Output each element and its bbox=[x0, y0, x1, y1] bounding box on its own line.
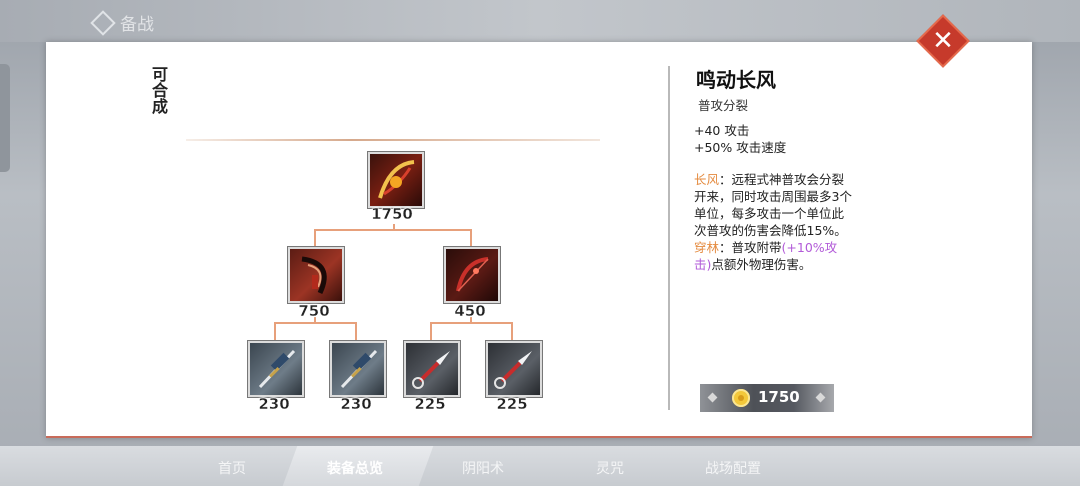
red-crescent-blade-icon bbox=[288, 247, 344, 303]
item-cost: 230 bbox=[340, 395, 372, 413]
item-cost: 230 bbox=[258, 395, 290, 413]
item-cost: 450 bbox=[454, 302, 486, 320]
tree-connector bbox=[314, 317, 316, 323]
close-icon: ✕ bbox=[932, 26, 954, 56]
bottom-nav: 首页 装备总览 阴阳术 灵咒 战场配置 bbox=[0, 446, 1080, 486]
nav-yinyang-skills[interactable]: 阴阳术 bbox=[462, 461, 504, 477]
tree-connector bbox=[393, 224, 395, 230]
diamond-icon bbox=[707, 392, 718, 403]
tree-connector bbox=[430, 322, 432, 340]
craftable-label: 可合成 bbox=[149, 66, 168, 114]
item-cost: 750 bbox=[298, 302, 330, 320]
nav-home[interactable]: 首页 bbox=[218, 461, 246, 477]
item-mid-right[interactable]: 450 bbox=[442, 247, 502, 320]
coin-icon bbox=[732, 389, 750, 407]
close-button[interactable]: ✕ bbox=[916, 14, 970, 68]
item-cost: 225 bbox=[496, 395, 528, 413]
divider-line bbox=[186, 139, 600, 141]
item-price: 1750 bbox=[758, 388, 800, 406]
effect-name-2: 穿林 bbox=[694, 240, 720, 255]
diamond-icon bbox=[815, 392, 826, 403]
sword-icon bbox=[330, 341, 386, 397]
tree-connector bbox=[430, 322, 513, 324]
effect-description: 长风：远程式神普攻会分裂开来，同时攻击周围最多3个单位，每多攻击一个单位此次普攻… bbox=[694, 171, 854, 273]
effect-highlight: (+10%攻击) bbox=[694, 240, 838, 272]
item-mid-left[interactable]: 750 bbox=[286, 247, 346, 320]
background-header: 备战 bbox=[0, 0, 1080, 42]
tree-connector bbox=[511, 322, 513, 340]
tree-connector bbox=[314, 229, 472, 231]
nav-equipment-overview[interactable]: 装备总览 bbox=[327, 461, 383, 477]
kunai-icon bbox=[404, 341, 460, 397]
price-bar: 1750 bbox=[700, 384, 834, 412]
tree-connector bbox=[314, 229, 316, 246]
sword-icon bbox=[248, 341, 304, 397]
effect-text-1: ：远程式神普攻会分裂开来，同时攻击周围最多3个单位，每多攻击一个单位此次普攻的伤… bbox=[694, 172, 852, 238]
nav-battle-config[interactable]: 战场配置 bbox=[705, 461, 761, 477]
item-leaf[interactable]: 230 bbox=[246, 341, 306, 413]
item-leaf[interactable]: 230 bbox=[328, 341, 388, 413]
effect-text-2b: 点额外物理伤害。 bbox=[711, 257, 812, 272]
effect-name-1: 长风 bbox=[694, 172, 720, 187]
tree-connector bbox=[470, 317, 472, 323]
tree-connector bbox=[274, 322, 357, 324]
item-root[interactable]: 1750 bbox=[366, 152, 426, 224]
stat-attack-speed: +50% 攻击速度 bbox=[694, 140, 787, 155]
red-bow-icon bbox=[368, 152, 424, 208]
item-cost: 1750 bbox=[371, 205, 413, 223]
item-name: 鸣动长风 bbox=[696, 68, 776, 92]
tree-connector bbox=[355, 322, 357, 340]
effect-text-2a: ：普攻附带 bbox=[719, 240, 782, 255]
vertical-divider bbox=[668, 66, 670, 410]
item-leaf[interactable]: 225 bbox=[402, 341, 462, 413]
item-cost: 225 bbox=[414, 395, 446, 413]
diamond-icon bbox=[90, 10, 116, 36]
nav-spells[interactable]: 灵咒 bbox=[596, 461, 624, 477]
red-bow-icon bbox=[444, 247, 500, 303]
tree-connector bbox=[470, 229, 472, 246]
item-leaf[interactable]: 225 bbox=[484, 341, 544, 413]
tree-connector bbox=[274, 322, 276, 340]
side-tab[interactable] bbox=[0, 64, 10, 172]
background-title: 备战 bbox=[120, 15, 154, 35]
stat-attack: +40 攻击 bbox=[694, 123, 750, 138]
kunai-icon bbox=[486, 341, 542, 397]
item-subtitle: 普攻分裂 bbox=[698, 98, 749, 113]
